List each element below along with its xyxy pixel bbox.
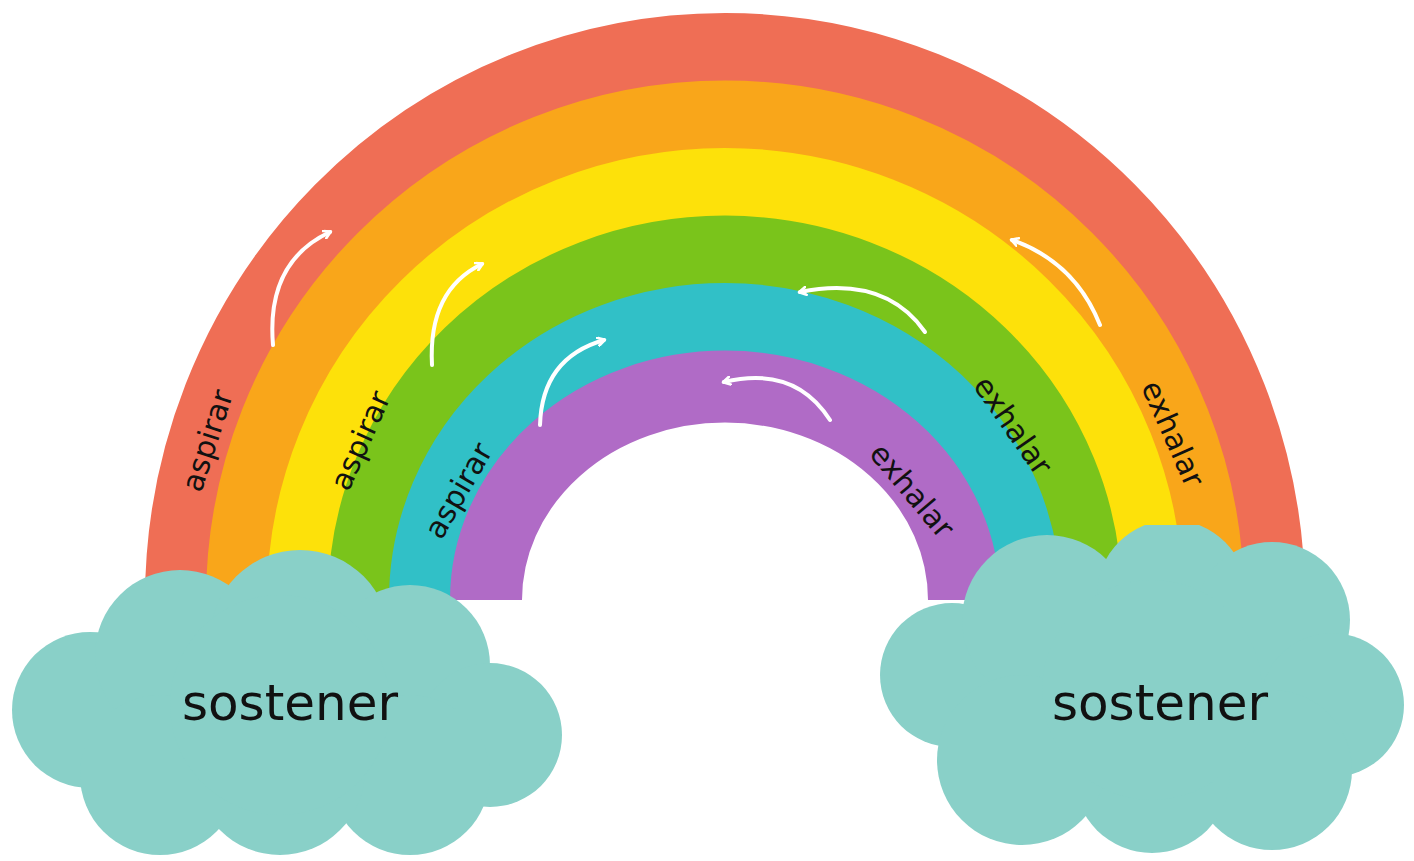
arrow — [724, 378, 830, 420]
arrow — [432, 264, 482, 365]
rainbow-band — [486, 387, 964, 600]
rainbow-band — [425, 319, 1025, 600]
arrow — [272, 232, 330, 345]
cloud: sostener — [872, 525, 1407, 853]
rainbow-bands — [181, 49, 1269, 600]
cloud-label: sostener — [182, 674, 398, 732]
rainbow-band — [364, 252, 1086, 600]
rainbow-band — [242, 117, 1208, 601]
cloud: sostener — [10, 535, 575, 855]
cloud-label: sostener — [1052, 674, 1268, 732]
arrow — [800, 288, 925, 332]
rainbow-band — [303, 184, 1147, 600]
rainbow-band — [181, 49, 1269, 600]
arrow — [540, 340, 604, 425]
arrow — [1012, 240, 1100, 325]
